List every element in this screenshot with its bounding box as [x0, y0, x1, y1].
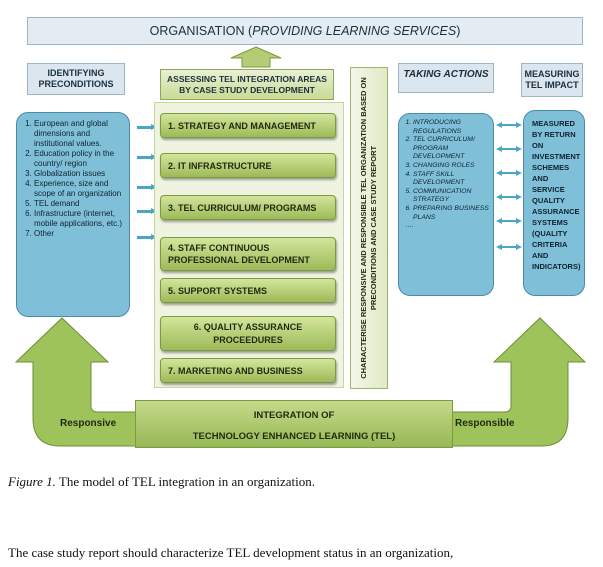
actions-list: INTRODUCING REGULATIONS TEL CURRICULUM/ … — [402, 119, 490, 222]
list-item: COMMUNICATION STRATEGY — [413, 188, 490, 205]
taking-actions-header: TAKING ACTIONS — [398, 63, 494, 93]
list-item: STAFF SKILL DEVELOPMENT — [413, 171, 490, 188]
integration-line1: INTEGRATION OF — [253, 410, 335, 421]
list-item: Globalization issues — [34, 169, 124, 179]
preconditions-box: European and global dimensions and insti… — [16, 112, 130, 317]
body-paragraph: The case study report should characteriz… — [8, 545, 454, 560]
list-item: INTRODUCING REGULATIONS — [413, 119, 490, 136]
list-item: Experience, size and scope of an organiz… — [34, 179, 124, 199]
responsible-label: Responsible — [455, 418, 515, 429]
list-item: CHANGING ROLES — [413, 162, 490, 171]
double-arrows-icon — [496, 122, 522, 250]
assessing-header: ASSESSING TEL INTEGRATION AREAS BY CASE … — [160, 69, 334, 100]
area-tel-curriculum: 3. TEL CURRICULUM/ PROGRAMS — [160, 195, 336, 220]
measuring-impact-header: MEASURING TEL IMPACT — [521, 63, 583, 97]
list-item: TEL CURRICULUM/ PROGRAM DEVELOPMENT — [413, 136, 490, 162]
figure-label: Figure 1. — [8, 474, 56, 489]
area-quality-assurance: 6. QUALITY ASSURANCE PROCEEDURES — [160, 316, 336, 351]
characterise-bar — [350, 67, 388, 389]
area-support-systems: 5. SUPPORT SYSTEMS — [160, 278, 336, 303]
area-it-infrastructure: 2. IT INFRASTRUCTURE — [160, 153, 336, 178]
list-item: TEL demand — [34, 199, 124, 209]
area-staff-development: 4. STAFF CONTINUOUS PROFESSIONAL DEVELOP… — [160, 237, 336, 271]
identifying-preconditions-header: IDENTIFYING PRECONDITIONS — [27, 63, 125, 95]
list-item: Infrastructure (internet, mobile applica… — [34, 209, 124, 229]
area-marketing-business: 7. MARKETING AND BUSINESS — [160, 358, 336, 383]
preconditions-list: European and global dimensions and insti… — [21, 119, 124, 239]
list-item: Education policy in the country/ region — [34, 149, 124, 169]
measuring-box: MEASURED BY RETURN ON INVESTMENT SCHEMES… — [523, 110, 585, 296]
organisation-title: ORGANISATION (PROVIDING LEARNING SERVICE… — [27, 17, 583, 45]
figure-caption: Figure 1. The model of TEL integration i… — [8, 474, 315, 489]
up-arrow-icon — [230, 46, 282, 68]
list-item: European and global dimensions and insti… — [34, 119, 124, 149]
integration-line2: TECHNOLOGY ENHANCED LEARNING (TEL) — [192, 431, 396, 442]
area-strategy-management: 1. STRATEGY AND MANAGEMENT — [160, 113, 336, 138]
actions-more: .... — [406, 222, 414, 230]
curved-arrows-icon — [14, 317, 587, 447]
list-item: Other — [34, 229, 124, 239]
list-item: PREPARING BUSINESS PLANS — [413, 205, 490, 222]
taking-actions-box: INTRODUCING REGULATIONS TEL CURRICULUM/ … — [398, 113, 494, 296]
integration-bar: INTEGRATION OF TECHNOLOGY ENHANCED LEARN… — [135, 400, 453, 448]
responsive-label: Responsive — [60, 418, 117, 429]
